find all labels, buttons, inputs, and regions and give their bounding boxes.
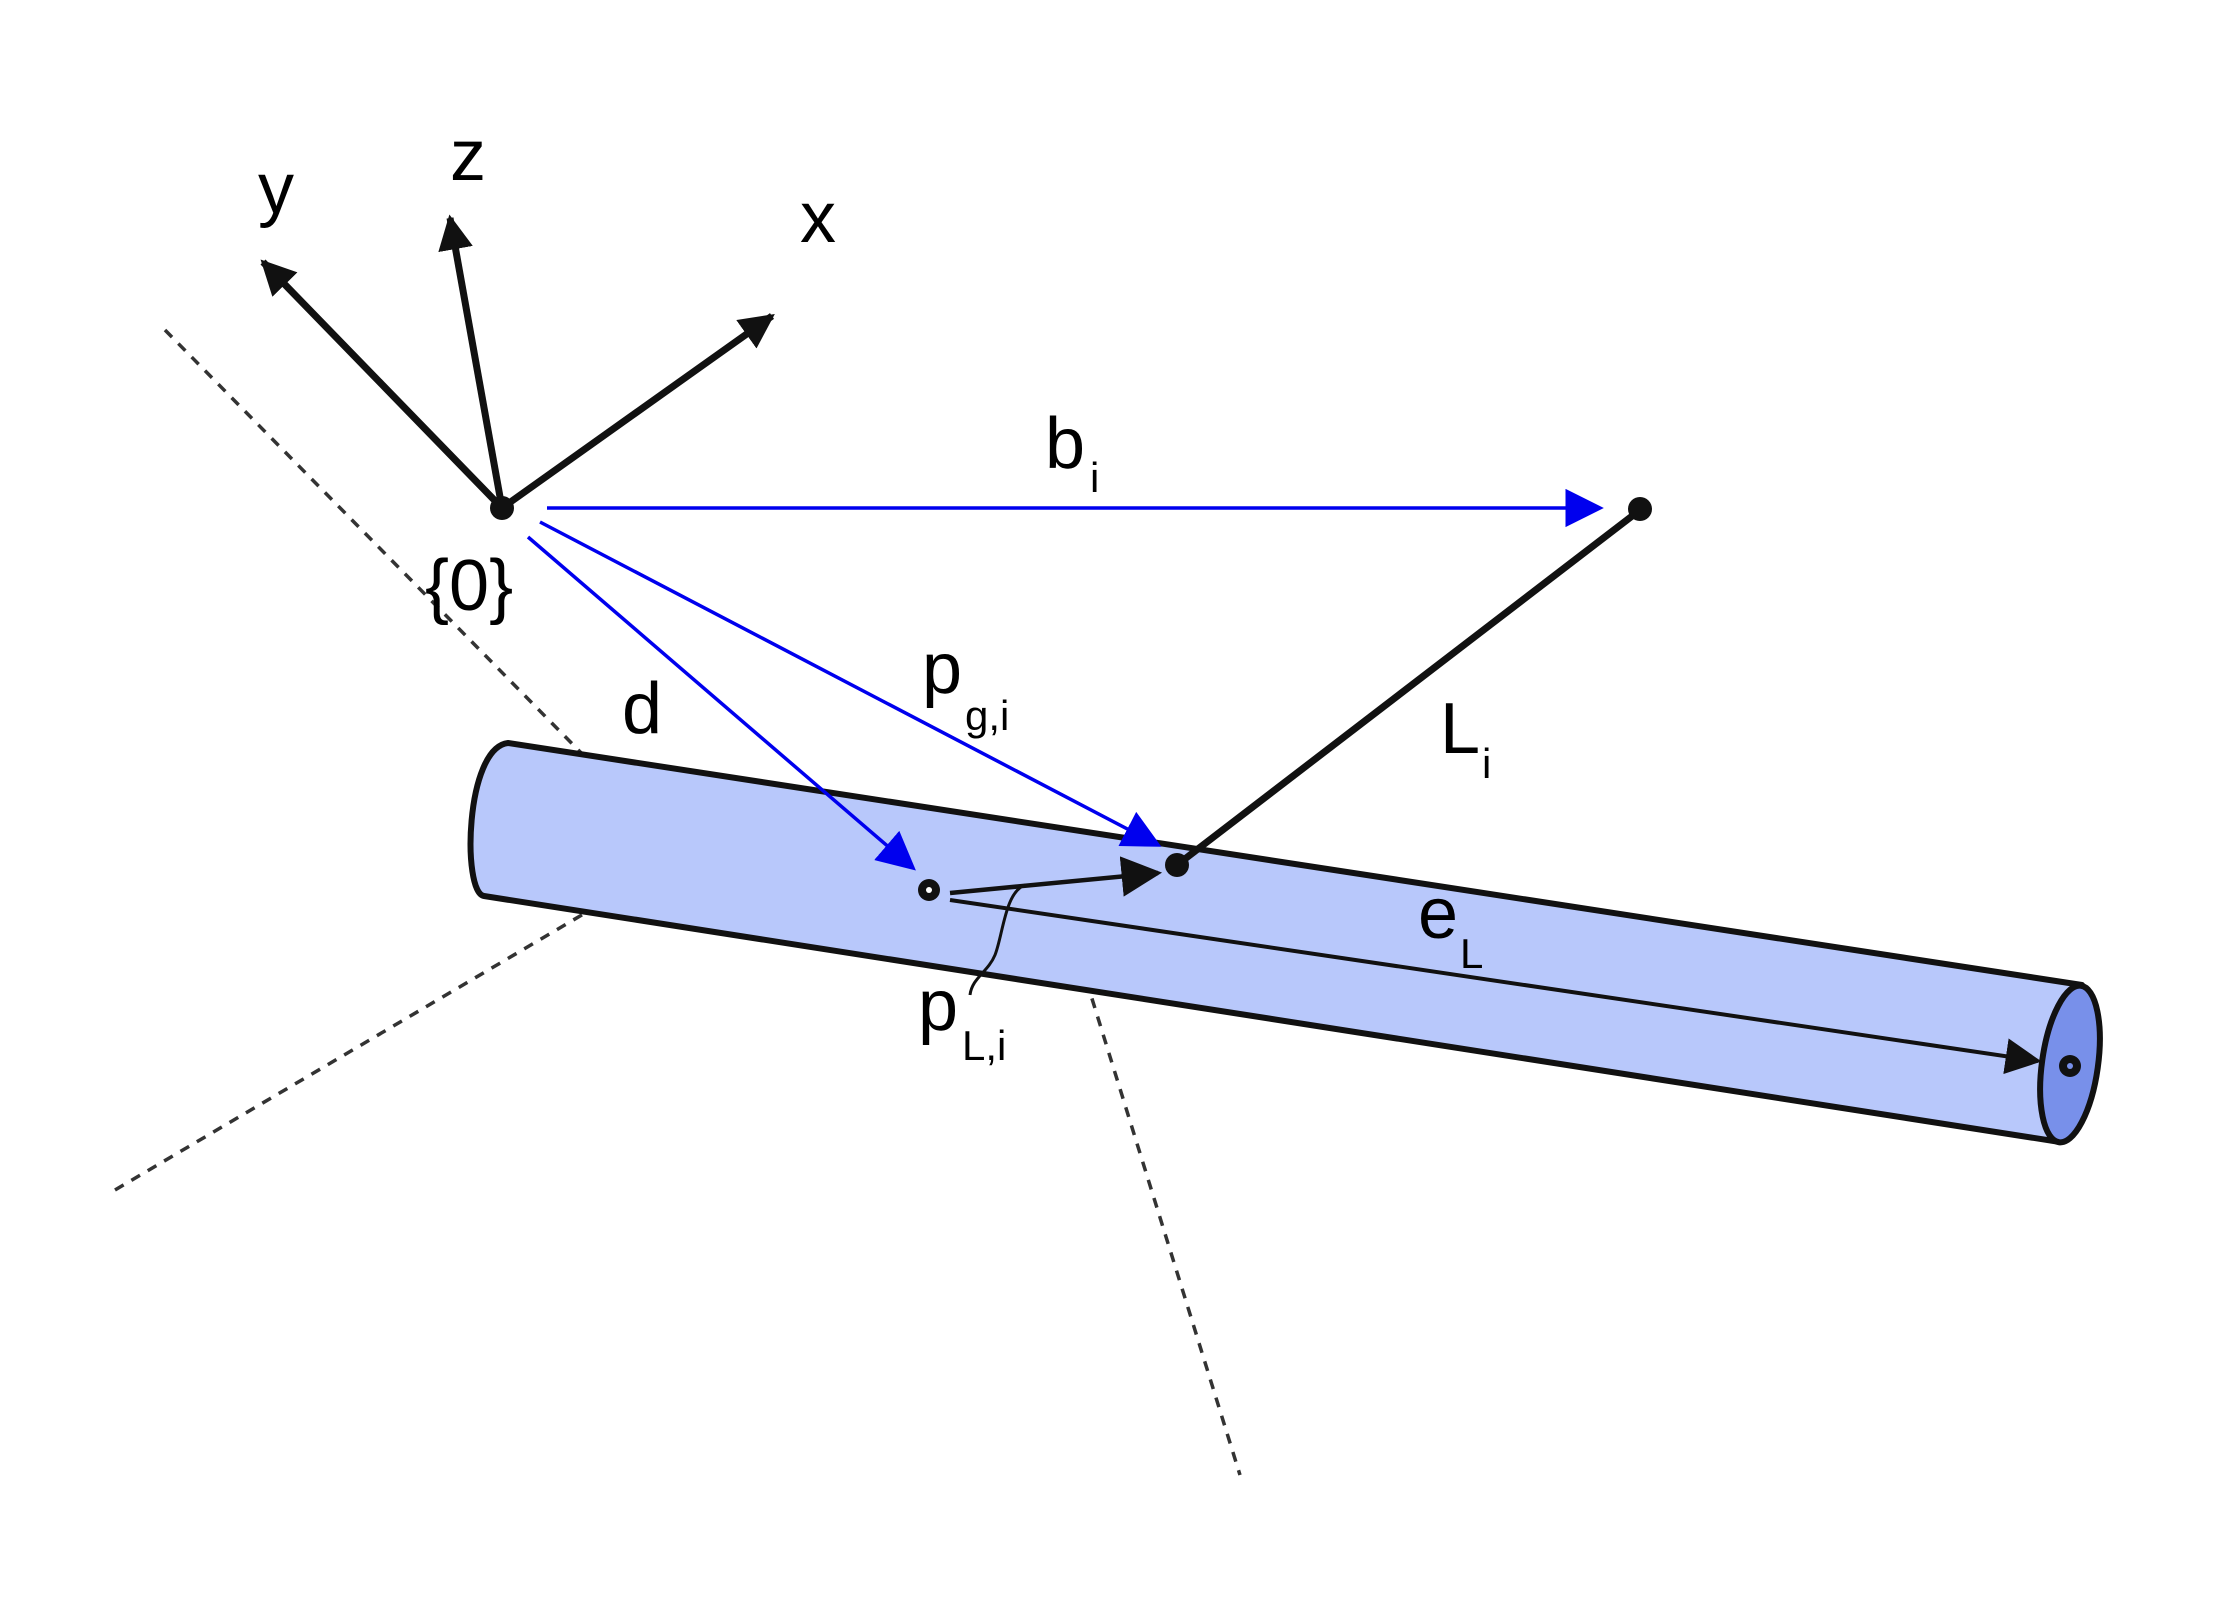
- pL-label-subscript: L,i: [962, 1022, 1006, 1069]
- b-label: b: [1045, 404, 1085, 484]
- axis-x-label: x: [800, 178, 836, 258]
- d-label: d: [622, 669, 662, 749]
- b-label-subscript: i: [1090, 454, 1099, 501]
- eL-label: e: [1418, 874, 1458, 954]
- vector-eL: [949, 898, 2042, 1075]
- dashed-line-lower-left: [114, 861, 671, 1192]
- platform-joint-point: [1165, 853, 1189, 877]
- pg-label: p: [922, 629, 962, 709]
- cylinder-body: [467, 740, 2085, 1145]
- pL-brace: [968, 883, 1026, 996]
- origin-point: [490, 496, 514, 520]
- vector-pL: [949, 856, 1163, 897]
- pg-label-subscript: g,i: [965, 692, 1009, 739]
- dashed-line-lower-right: [1073, 943, 1242, 1476]
- L-label: L: [1440, 689, 1480, 769]
- vector-d: [526, 535, 916, 871]
- vector-pg: [539, 520, 1162, 847]
- axis-x-arrow: [499, 313, 775, 511]
- origin-label: {0}: [425, 546, 513, 626]
- axis-z-label: z: [450, 116, 486, 196]
- axis-z-arrow: [438, 214, 506, 509]
- link-center-point-inner: [926, 887, 932, 893]
- axis-y-label: y: [258, 149, 294, 229]
- leg-L: [1174, 507, 1643, 868]
- dashed-line-upper-left: [163, 328, 600, 772]
- base-joint-point: [1628, 497, 1652, 521]
- pL-label: p: [918, 966, 958, 1046]
- link-end-point-inner: [2067, 1063, 2073, 1069]
- axis-y-arrow: [260, 259, 505, 511]
- eL-label-subscript: L: [1460, 930, 1483, 977]
- L-label-subscript: i: [1482, 740, 1491, 787]
